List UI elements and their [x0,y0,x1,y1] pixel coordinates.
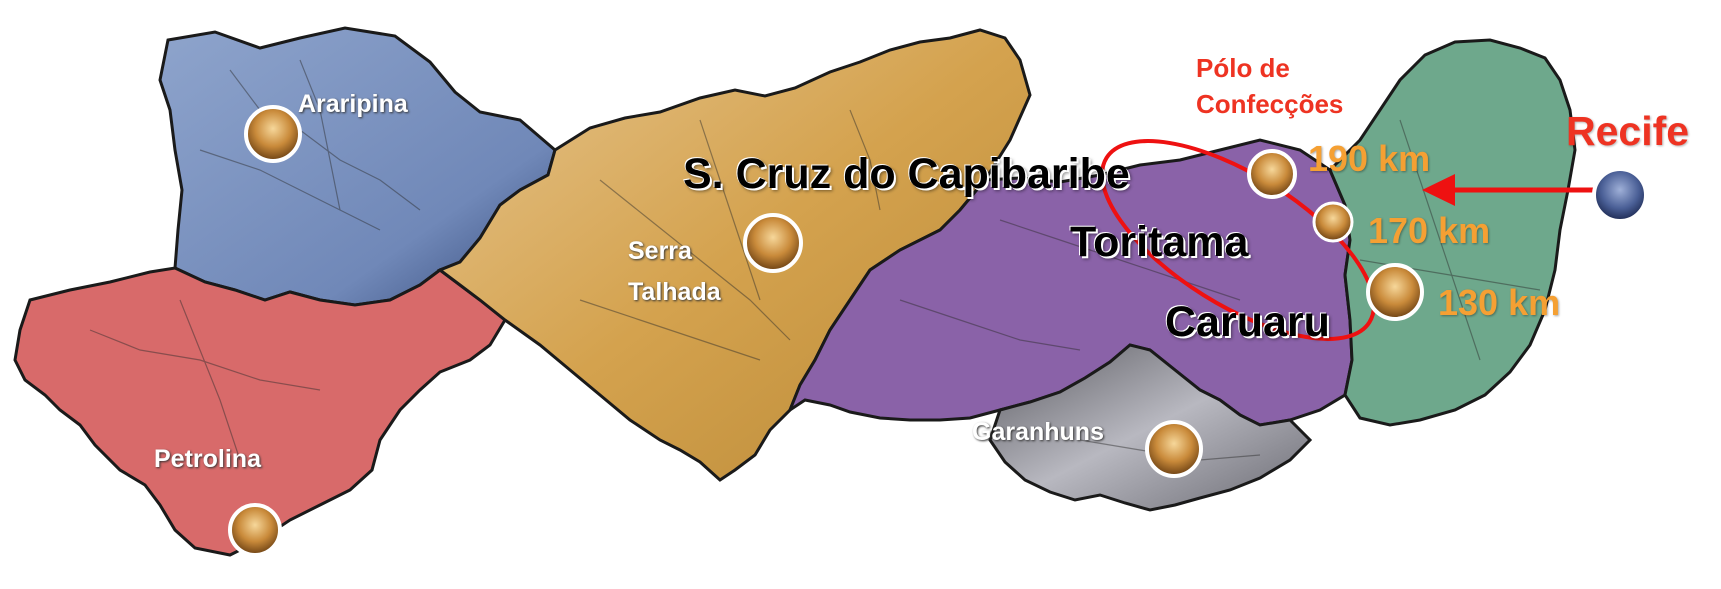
label-caruaru: Caruaru [1165,298,1330,346]
city-marker-icon [743,213,803,273]
region-mata [1328,38,1577,427]
distance-caruaru: 130 km [1438,282,1561,323]
label-garanhuns: Garanhuns [972,418,1104,446]
city-marker-icon [1247,149,1297,199]
region-garanhuns [988,343,1313,512]
capital-marker-icon [1592,167,1648,223]
distance-toritama: 170 km [1368,210,1491,251]
label-talhada: Talhada [628,278,721,306]
city-marker-icon [228,503,282,557]
city-marker-icon [244,105,302,163]
distance-santa-cruz: 190 km [1308,138,1431,179]
label-serra: Serra [628,237,692,265]
label-araripina: Araripina [298,90,408,118]
label-polo-line2: Confecções [1196,89,1344,119]
label-polo-line1: Pólo de [1196,53,1290,83]
region-petrolina [13,266,507,557]
city-marker-icon [1145,420,1203,478]
label-recife: Recife [1566,108,1690,154]
city-marker-icon [1366,263,1424,321]
city-marker-icon [1312,201,1354,243]
label-toritama: Toritama [1070,218,1249,266]
arrow-left-icon [1422,174,1598,206]
label-petrolina: Petrolina [154,445,261,473]
label-santa-cruz: S. Cruz do Capibaribe [683,150,1130,198]
